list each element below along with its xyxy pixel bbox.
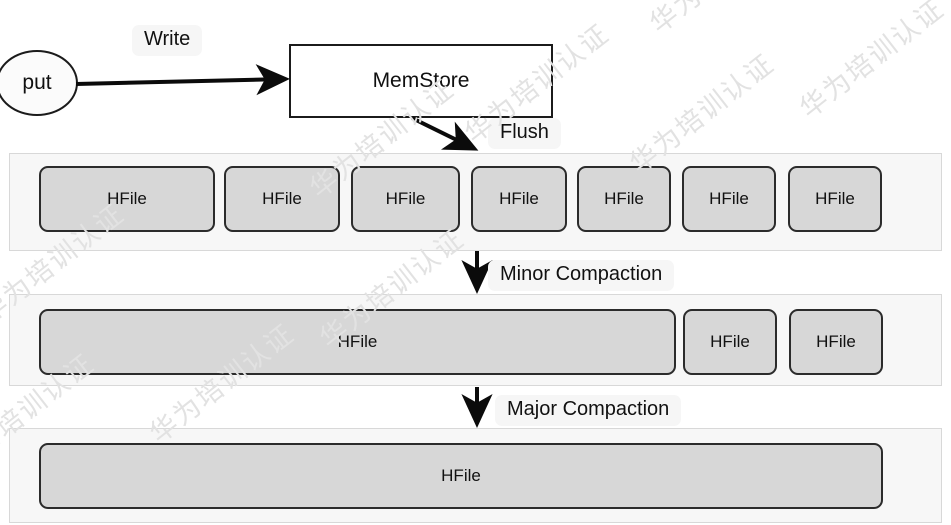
put-node-label: put [22, 71, 52, 94]
hfile-row-2-item-0[interactable]: HFile [39, 309, 676, 375]
memstore-node-label: MemStore [372, 69, 470, 92]
hfile-row-1-item-5[interactable]: HFile [682, 166, 776, 232]
hfile-row-2-item-2[interactable]: HFile [789, 309, 883, 375]
flush-edge-label: Flush [488, 118, 561, 149]
write-edge-label: Write [132, 25, 203, 56]
hfile-row-2-item-1[interactable]: HFile [683, 309, 777, 375]
arrow-flush [411, 116, 479, 151]
memstore-node[interactable]: MemStore [289, 44, 553, 118]
put-node[interactable]: put [0, 50, 78, 116]
hfile-row-1-item-6[interactable]: HFile [788, 166, 882, 232]
hfile-row-1-item-2[interactable]: HFile [351, 166, 460, 232]
hfile-row-3-item-0[interactable]: HFile [39, 443, 883, 509]
major-compaction-edge-label: Major Compaction [495, 395, 682, 426]
watermark: 华为培训认证 [640, 0, 801, 41]
watermark: 华为培训认证 [794, 0, 951, 125]
hfile-row-1-item-0[interactable]: HFile [39, 166, 215, 232]
hfile-row-1-item-4[interactable]: HFile [577, 166, 671, 232]
hfile-row-1-item-3[interactable]: HFile [471, 166, 567, 232]
minor-compaction-edge-label: Minor Compaction [488, 260, 675, 291]
hfile-row-1-item-1[interactable]: HFile [224, 166, 340, 232]
arrow-write [75, 64, 290, 96]
